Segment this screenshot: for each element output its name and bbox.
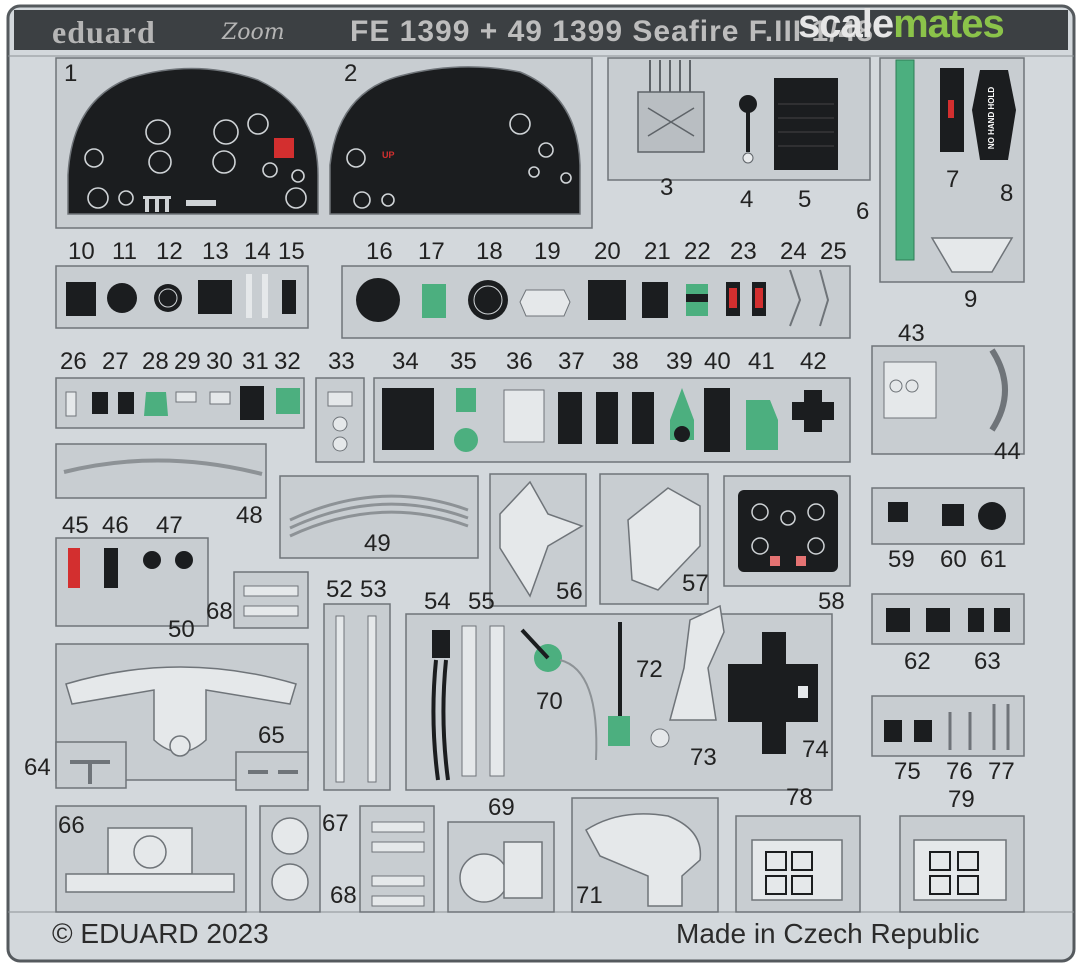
part-number: 3 <box>660 174 674 201</box>
part-number: 38 <box>612 348 639 375</box>
part-number: 41 <box>748 348 775 375</box>
part-number: 28 <box>142 348 169 375</box>
part-number: 71 <box>576 882 603 909</box>
part-number: 8 <box>1000 180 1014 207</box>
part-number: 13 <box>202 238 229 265</box>
part-number: 68 <box>206 598 233 625</box>
part-number: 26 <box>60 348 87 375</box>
part-number: 24 <box>780 238 807 265</box>
part-number: 68 <box>330 882 357 909</box>
part-number: 61 <box>980 546 1007 573</box>
part-number: 75 <box>894 758 921 785</box>
part-number: 47 <box>156 512 183 539</box>
part-number: 63 <box>974 648 1001 675</box>
part-number: 76 <box>946 758 973 785</box>
part-number: 79 <box>948 786 975 813</box>
no-hand-hold-label: NO HAND HOLD <box>987 87 996 149</box>
part-number: 50 <box>168 616 195 643</box>
part-number: 16 <box>366 238 393 265</box>
part-number: 55 <box>468 588 495 615</box>
part-number: 4 <box>740 186 754 213</box>
part-number: 14 <box>244 238 271 265</box>
part-number: 5 <box>798 186 812 213</box>
part-number: 48 <box>236 502 263 529</box>
part-number: 69 <box>488 794 515 821</box>
part-number: 60 <box>940 546 967 573</box>
part-number: 29 <box>174 348 201 375</box>
part-number: 49 <box>364 530 391 557</box>
part-number: 73 <box>690 744 717 771</box>
part-number: 40 <box>704 348 731 375</box>
part-number: 25 <box>820 238 847 265</box>
eduard-logo: eduard <box>52 12 156 52</box>
watermark-part2: mates <box>893 2 1005 46</box>
part-number: 11 <box>112 238 137 265</box>
part-number: 23 <box>730 238 757 265</box>
part-number: 45 <box>62 512 89 539</box>
part-number: 31 <box>242 348 269 375</box>
part-number: 33 <box>328 348 355 375</box>
part-number: 21 <box>644 238 671 265</box>
part-number: 70 <box>536 688 563 715</box>
part-number: 34 <box>392 348 419 375</box>
part-number: 1 <box>64 60 78 87</box>
zoom-logo: Zoom <box>222 12 285 52</box>
part-number: 36 <box>506 348 533 375</box>
part-number: 27 <box>102 348 129 375</box>
product-code: FE 1399 + 49 1399 Seafire F.III 1/48 <box>350 15 874 48</box>
part-number: 57 <box>682 570 709 597</box>
part-number: 43 <box>898 320 925 347</box>
part-number: 77 <box>988 758 1015 785</box>
part-number: 56 <box>556 578 583 605</box>
scalemates-watermark: scalemates <box>798 2 1005 46</box>
part-number: 39 <box>666 348 693 375</box>
part-number: 7 <box>946 166 960 193</box>
part-number: 12 <box>156 238 183 265</box>
copyright-text: © EDUARD 2023 <box>52 918 269 949</box>
part-number: 22 <box>684 238 711 265</box>
part-number: 78 <box>786 784 813 811</box>
part-number: 59 <box>888 546 915 573</box>
part-number: 30 <box>206 348 233 375</box>
part-number: 2 <box>344 60 358 87</box>
part-number: 54 <box>424 588 451 615</box>
part-number: 9 <box>964 286 978 313</box>
part-number: 17 <box>418 238 445 265</box>
zoom-logo-text: Zoom <box>222 19 285 45</box>
part-number: 64 <box>24 754 51 781</box>
part-number: 58 <box>818 588 845 615</box>
eduard-logo-text: eduard <box>52 13 156 50</box>
up-label: UP <box>382 150 395 160</box>
part-number: 67 <box>322 810 349 837</box>
watermark-part1: scale <box>798 2 894 46</box>
part-number: 18 <box>476 238 503 265</box>
part-number: 20 <box>594 238 621 265</box>
part-number: 62 <box>904 648 931 675</box>
part-number: 74 <box>802 736 829 763</box>
part-number: 65 <box>258 722 285 749</box>
part-number: 19 <box>534 238 561 265</box>
part-number: 66 <box>58 812 85 839</box>
part-number: 37 <box>558 348 585 375</box>
part-number: 53 <box>360 576 387 603</box>
part-number: 46 <box>102 512 129 539</box>
part-number: 10 <box>68 238 95 265</box>
part-number: 35 <box>450 348 477 375</box>
part-number: 72 <box>636 656 663 683</box>
part-number: 15 <box>278 238 305 265</box>
origin-text: Made in Czech Republic <box>676 918 980 949</box>
part-number: 32 <box>274 348 301 375</box>
part-number: 44 <box>994 438 1021 465</box>
part-number: 6 <box>856 198 870 225</box>
part-number: 42 <box>800 348 827 375</box>
part-number: 52 <box>326 576 353 603</box>
